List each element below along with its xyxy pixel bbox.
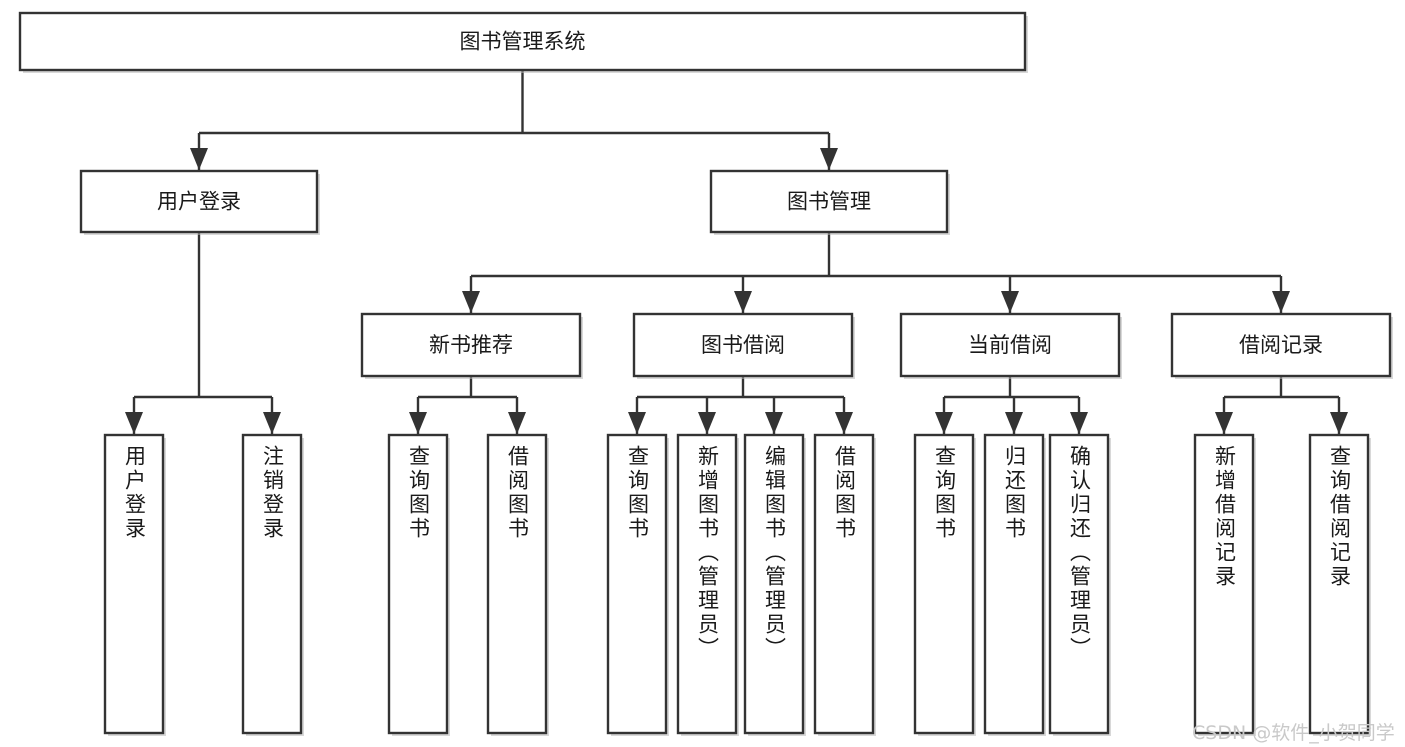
node-book-manage[interactable] [709, 169, 950, 235]
node-leaf-edit-book[interactable] [743, 433, 806, 736]
node-label-book-borrow: 图书借阅 [701, 333, 785, 357]
node-leaf-confirm-return[interactable] [1048, 433, 1111, 736]
node-leaf-user-login[interactable] [103, 433, 166, 736]
arrow-head-leaf-confirm-return [1070, 412, 1088, 434]
arrow-head-leaf-return-book [1005, 412, 1023, 434]
arrow-head-user-login [190, 148, 208, 170]
node-label-new-book-recommend: 新书推荐 [429, 333, 513, 357]
node-user-login[interactable] [79, 169, 320, 235]
arrow-head-leaf-query-book-borrow [628, 412, 646, 434]
arrow-head-leaf-add-book [698, 412, 716, 434]
arrow-head-leaf-query-record [1330, 412, 1348, 434]
node-label-root: 图书管理系统 [460, 30, 586, 54]
node-new-book-recommend[interactable] [360, 312, 583, 379]
arrow-head-leaf-logout [263, 412, 281, 434]
connector-group-book-manage [462, 232, 1290, 313]
node-leaf-add-book[interactable] [676, 433, 739, 736]
arrow-head-current-borrow [1001, 291, 1019, 313]
connector-group-new-book-recommend [409, 376, 526, 434]
connector-group-user-login [125, 232, 281, 434]
node-label-user-login: 用户登录 [157, 190, 241, 214]
node-leaf-query-book-cur[interactable] [913, 433, 976, 736]
arrow-head-book-borrow [734, 291, 752, 313]
node-leaf-add-record[interactable] [1193, 433, 1256, 736]
arrow-head-leaf-query-book-rec [409, 412, 427, 434]
connector-layer [125, 70, 1348, 434]
node-label-book-manage: 图书管理 [787, 190, 871, 214]
node-leaf-query-book-borrow[interactable] [606, 433, 669, 736]
node-leaf-logout[interactable] [241, 433, 304, 736]
arrow-head-leaf-query-book-cur [935, 412, 953, 434]
arrow-head-book-manage [820, 148, 838, 170]
connector-group-root [190, 70, 838, 170]
node-book-borrow[interactable] [632, 312, 855, 379]
arrow-head-leaf-edit-book [765, 412, 783, 434]
node-leaf-borrow-book-rec[interactable] [486, 433, 549, 736]
node-leaf-query-record[interactable] [1308, 433, 1371, 736]
node-label-borrow-record: 借阅记录 [1239, 333, 1323, 357]
node-label-current-borrow: 当前借阅 [968, 333, 1052, 357]
node-layer [18, 11, 1393, 736]
node-leaf-query-book-rec[interactable] [387, 433, 450, 736]
node-borrow-record[interactable] [1170, 312, 1393, 379]
arrow-head-new-book-recommend [462, 291, 480, 313]
arrow-head-leaf-user-login [125, 412, 143, 434]
node-leaf-borrow-book[interactable] [813, 433, 876, 736]
node-root[interactable] [18, 11, 1028, 73]
connector-group-book-borrow [628, 376, 853, 434]
arrow-head-leaf-borrow-book-rec [508, 412, 526, 434]
connector-group-borrow-record [1215, 376, 1348, 434]
arrow-head-borrow-record [1272, 291, 1290, 313]
arrow-head-leaf-add-record [1215, 412, 1233, 434]
connector-group-current-borrow [935, 376, 1088, 434]
node-current-borrow[interactable] [899, 312, 1122, 379]
arrow-head-leaf-borrow-book [835, 412, 853, 434]
node-leaf-return-book[interactable] [983, 433, 1046, 736]
